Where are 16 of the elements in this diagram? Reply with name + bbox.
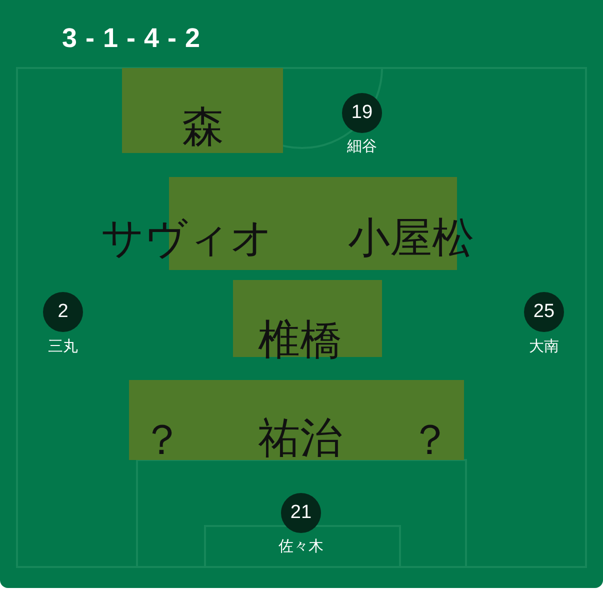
player-name: 佐々木 [278,537,324,555]
player-number-marker: 21 [281,493,321,533]
overlay-block [129,380,464,460]
formation-title: 3 - 1 - 4 - 2 [62,22,201,54]
position-name: 森 [182,104,224,150]
position-name: ？ [141,417,183,463]
player-number-marker: 19 [342,93,382,133]
position-name: 祐治 [258,415,342,461]
player-name: 大南 [529,337,559,355]
position-name: 椎橋 [258,317,342,363]
position-name: ？ [409,417,451,463]
player-number-marker: 25 [524,292,564,332]
player-name: 三丸 [48,337,78,355]
player-name: 細谷 [347,137,377,155]
player-number-marker: 2 [43,292,83,332]
overlay-block [122,68,283,153]
